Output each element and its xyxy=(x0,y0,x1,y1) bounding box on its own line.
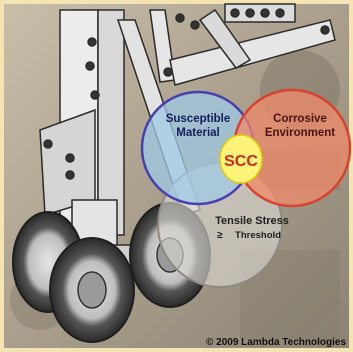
tensile-label-line1: Tensile Stress xyxy=(215,215,289,227)
susceptible-label-line1: Susceptible xyxy=(166,113,231,125)
corrosive-label-line2: Environment xyxy=(265,127,335,139)
copyright-notice: © 2009 Lambda Technologies xyxy=(206,337,346,348)
corrosive-label-line1: Corrosive xyxy=(273,113,327,125)
tensile-label-line2: Threshold xyxy=(235,230,281,241)
scc-label: SCC xyxy=(224,153,258,170)
tensile-label-symbol: ≥ xyxy=(217,230,223,241)
susceptible-label-line2: Material xyxy=(176,127,219,139)
